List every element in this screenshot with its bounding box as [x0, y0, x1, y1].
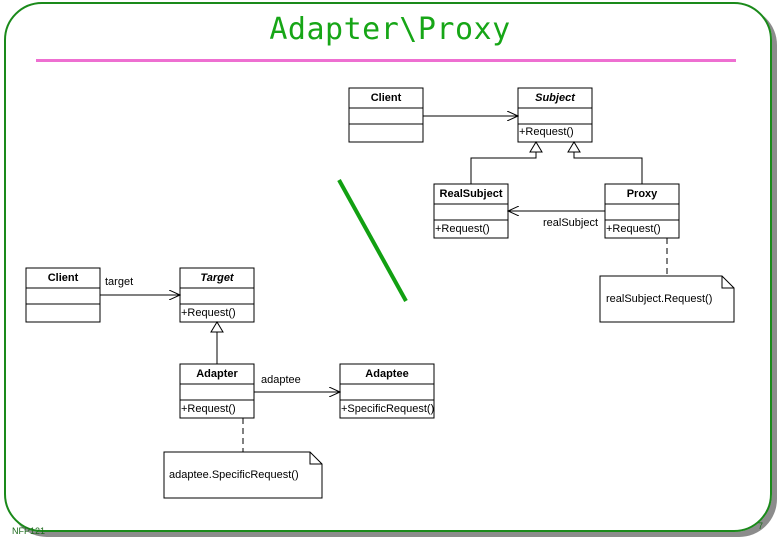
proxy-client-class: Client — [348, 87, 424, 143]
proxy-note: realSubject.Request() — [599, 275, 735, 323]
adaptee-name: Adaptee — [365, 368, 408, 380]
adapter-class: Adapter +Request() — [179, 363, 255, 419]
proxy-name: Proxy — [627, 188, 658, 200]
proxy-class: Proxy +Request() — [604, 183, 680, 239]
proxy-client-name: Client — [371, 92, 402, 104]
target-name: Target — [200, 272, 235, 284]
adapter-note-text: adaptee.SpecificRequest() — [169, 469, 299, 481]
adapter-client-name: Client — [48, 272, 79, 284]
subject-name: Subject — [535, 92, 576, 104]
proxy-operation: +Request() — [606, 223, 661, 235]
adaptee-association-label: adaptee — [261, 374, 301, 386]
adapter-operation: +Request() — [181, 403, 236, 415]
subject-operation: +Request() — [519, 126, 574, 138]
slide-title: Adapter\Proxy — [269, 12, 511, 47]
real-subject-name: RealSubject — [440, 188, 503, 200]
subject-class: Subject +Request() — [517, 87, 593, 143]
real-subject-operation: +Request() — [435, 223, 490, 235]
real-subject-class: RealSubject +Request() — [433, 183, 509, 239]
adaptee-operation: +SpecificRequest() — [341, 403, 434, 415]
target-association-label: target — [105, 276, 133, 288]
slide-frame — [4, 2, 772, 532]
proxy-generalizations — [470, 141, 643, 184]
adapter-note: adaptee.SpecificRequest() — [163, 451, 323, 499]
target-class: Target +Request() — [179, 267, 255, 323]
adapter-name: Adapter — [196, 368, 238, 380]
course-code: NFP121 — [12, 526, 46, 536]
adapter-generalization — [210, 321, 224, 364]
proxy-note-text: realSubject.Request() — [606, 293, 712, 305]
adapter-client-class: Client — [25, 267, 101, 323]
title-underline — [36, 59, 736, 62]
target-operation: +Request() — [181, 307, 236, 319]
real-subject-association-label: realSubject — [543, 217, 598, 229]
page-number: 7 — [758, 521, 764, 531]
divider-slash — [337, 179, 408, 302]
adaptee-class: Adaptee +SpecificRequest() — [339, 363, 435, 419]
